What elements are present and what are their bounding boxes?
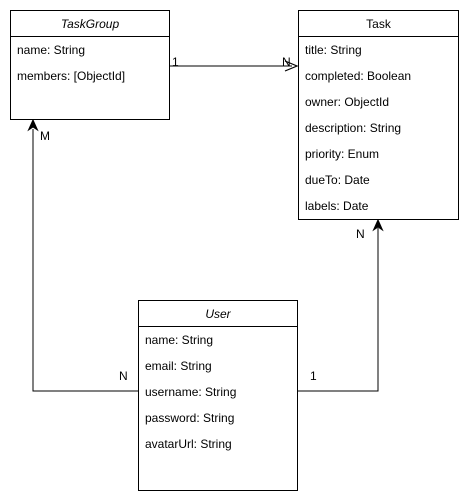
connector-user-taskgroup bbox=[32, 129, 138, 392]
mult-taskgroup-task-source: 1 bbox=[172, 55, 179, 69]
task-attr-completed: completed: Boolean bbox=[305, 69, 412, 83]
user-attr-username: username: String bbox=[145, 385, 237, 399]
class-task-title: Task bbox=[299, 11, 458, 37]
class-taskgroup-title: TaskGroup bbox=[11, 11, 169, 37]
task-attr-description: description: String bbox=[305, 121, 402, 135]
task-attr-priority: priority: Enum bbox=[305, 147, 380, 161]
class-user[interactable]: User name: String email: String username… bbox=[138, 300, 298, 491]
class-taskgroup[interactable]: TaskGroup name: String members: [ObjectI… bbox=[10, 10, 170, 120]
user-attr-avatarurl: avatarUrl: String bbox=[145, 437, 232, 451]
task-attr-dueto: dueTo: Date bbox=[305, 173, 370, 187]
user-attr-password: password: String bbox=[145, 411, 235, 425]
mult-user-task-target: N bbox=[356, 227, 365, 241]
arrowhead-taskgroup-icon bbox=[27, 118, 39, 132]
mult-user-taskgroup-target: M bbox=[40, 129, 50, 143]
taskgroup-attr-members: members: [ObjectId] bbox=[17, 69, 126, 83]
class-user-title: User bbox=[139, 301, 297, 327]
task-attr-owner: owner: ObjectId bbox=[305, 95, 390, 109]
mult-user-task-source: 1 bbox=[310, 369, 317, 383]
arrowhead-task-icon bbox=[284, 60, 299, 72]
task-attr-labels: labels: Date bbox=[305, 199, 369, 213]
mult-taskgroup-task-target: N bbox=[282, 55, 291, 69]
task-attr-title: title: String bbox=[305, 43, 362, 57]
user-attr-name: name: String bbox=[145, 333, 214, 347]
taskgroup-attr-name: name: String bbox=[17, 43, 86, 57]
mult-user-taskgroup-source: N bbox=[119, 369, 128, 383]
user-attr-email: email: String bbox=[145, 359, 212, 373]
class-task[interactable]: Task title: String completed: Boolean ow… bbox=[298, 10, 459, 220]
connector-user-task bbox=[298, 228, 379, 392]
arrowhead-task-bottom-icon bbox=[372, 218, 384, 232]
